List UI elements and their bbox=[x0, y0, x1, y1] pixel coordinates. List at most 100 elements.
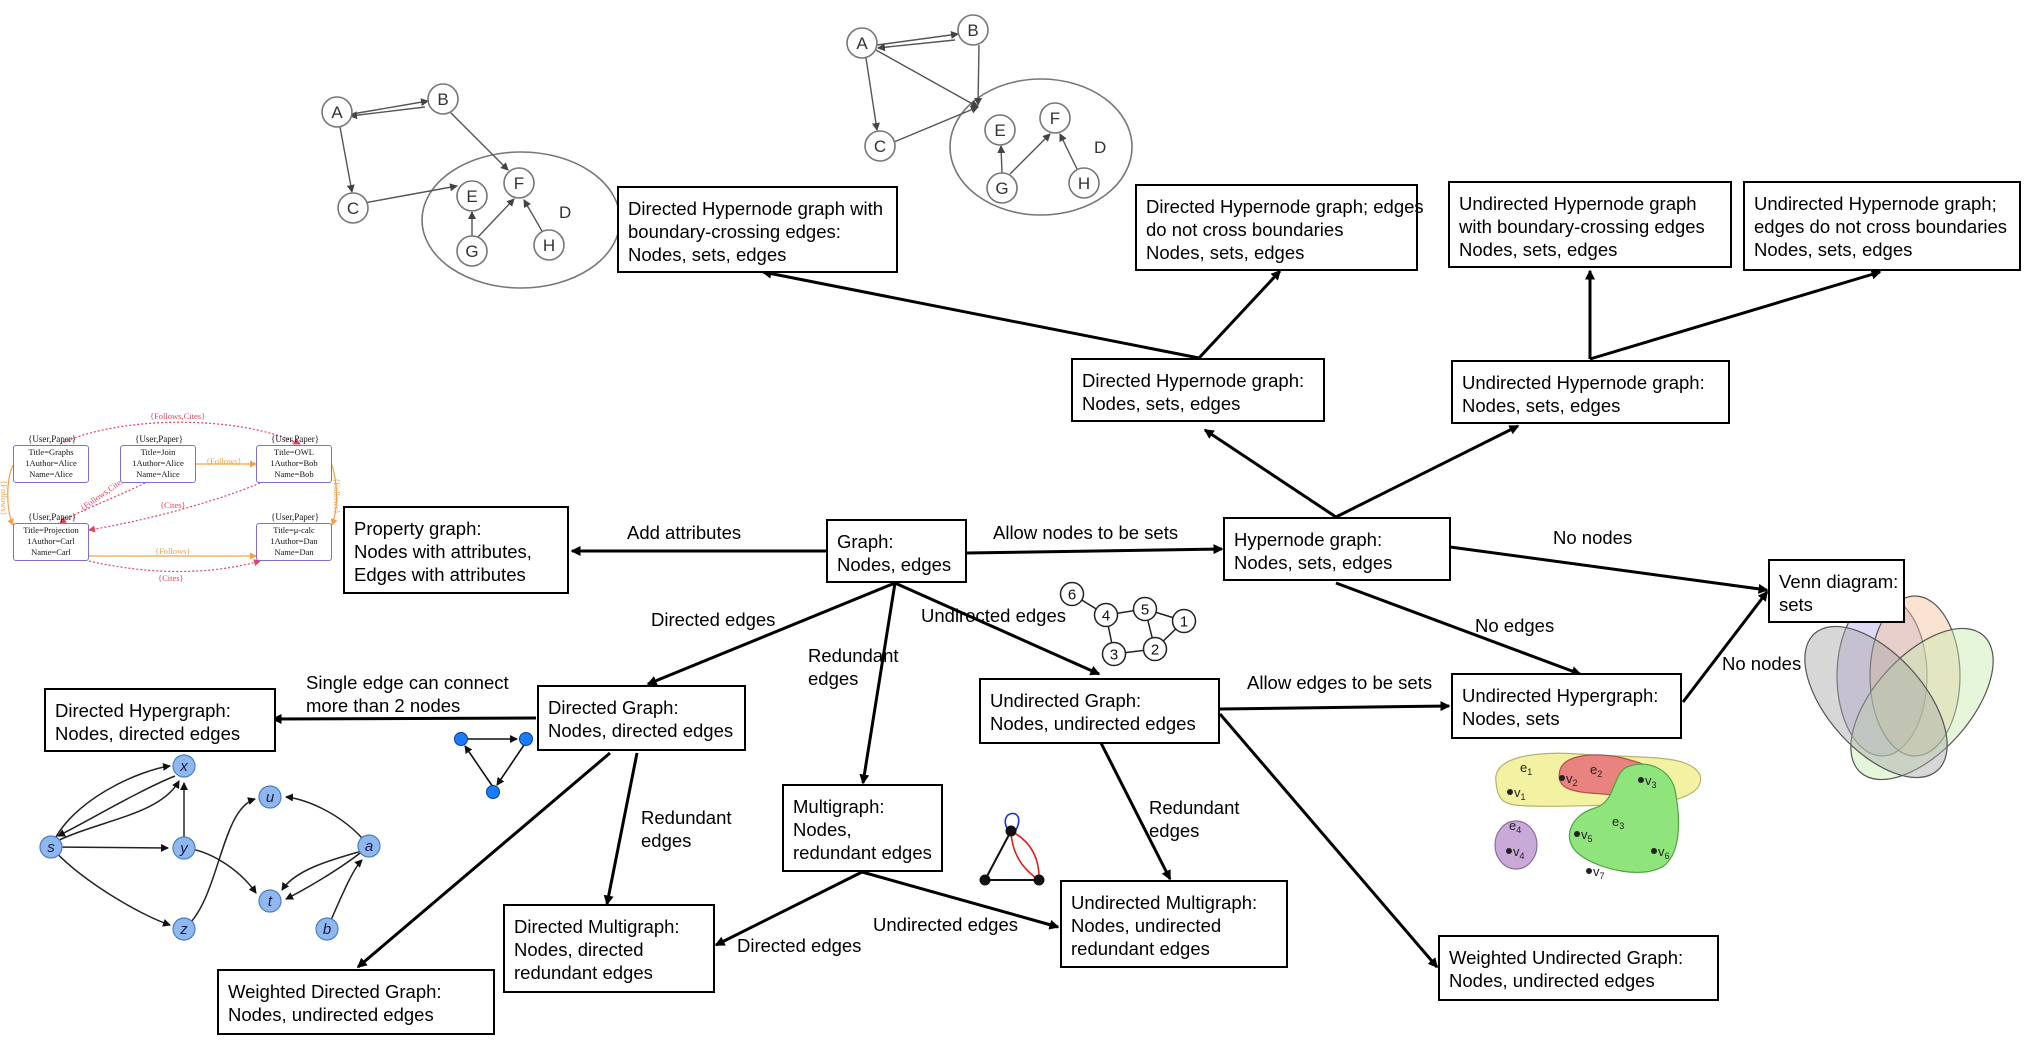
label-redundant-edges-2-line-1: Redundant bbox=[641, 807, 732, 828]
pg-edge-label-8: {Cites} bbox=[158, 573, 184, 583]
hyper-right-node-label-a: A bbox=[856, 34, 868, 53]
pg-node-type-5: {User,Paper} bbox=[271, 512, 320, 522]
st-edge-s-x-1 bbox=[50, 762, 171, 848]
venn-diagram-box[interactable]: Venn diagram:sets bbox=[1768, 559, 1905, 623]
graph-box[interactable]: Graph:Nodes, edges bbox=[826, 519, 967, 583]
hyper-set-label-2: e2 bbox=[1590, 762, 1602, 779]
st-edge-a-u-9 bbox=[285, 793, 370, 847]
hyper-left-edge-8 bbox=[523, 199, 543, 232]
numbered-node-label-4: 4 bbox=[1102, 608, 1110, 625]
undirected-hypernode-box[interactable]: Undirected Hypernode graph:Nodes, sets, … bbox=[1451, 360, 1730, 424]
hyper-left-node-g bbox=[456, 235, 488, 267]
multigraph-box-line-1: Multigraph: bbox=[793, 796, 885, 817]
directed-hypernode-crossing-box-line-3: Nodes, sets, edges bbox=[628, 244, 787, 265]
st-edge-s-y-4 bbox=[50, 843, 169, 852]
venn-ellipse-2 bbox=[1869, 595, 1961, 757]
numbered-node-3 bbox=[1101, 641, 1127, 667]
property-graph-box-line-3: Edges with attributes bbox=[354, 564, 526, 585]
arrow-hypernode-to-directed-hypernode bbox=[1203, 428, 1337, 519]
arrow-directed-graph-to-multigraph bbox=[603, 752, 639, 906]
multigraph-thumbnail bbox=[979, 812, 1045, 886]
pg-edge-8 bbox=[88, 559, 261, 573]
undirected-hypernode-box-line-1: Undirected Hypernode graph: bbox=[1462, 372, 1705, 393]
undirected-hypergraph-box-line-1: Undirected Hypergraph: bbox=[1462, 685, 1659, 706]
directed-hypernode-box[interactable]: Directed Hypernode graph:Nodes, sets, ed… bbox=[1071, 358, 1325, 422]
hyper-vertex-5 bbox=[1574, 831, 1580, 837]
label-add-attributes-line-1: Add attributes bbox=[627, 522, 742, 543]
hyper-vertex-7 bbox=[1586, 868, 1592, 874]
directed-hypergraph-box[interactable]: Directed Hypergraph:Nodes, directed edge… bbox=[44, 688, 276, 752]
label-undirected-edges-2: Undirected edges bbox=[873, 913, 1018, 936]
pg-node-type-1: {User,Paper} bbox=[28, 434, 77, 444]
directed-hypernode-no-cross-box-line-2: do not cross boundaries bbox=[1146, 219, 1344, 240]
arrow-hypernode-to-undirected-hypergraph bbox=[1335, 581, 1582, 676]
hyper-vertex-6 bbox=[1651, 848, 1657, 854]
hyper-set-label-3: e3 bbox=[1612, 814, 1624, 831]
arrow-hypernode-to-undirected-hypernode bbox=[1335, 424, 1520, 519]
graph-box-line-2: Nodes, edges bbox=[837, 554, 952, 575]
arrow-graph-to-undirected-graph bbox=[894, 581, 1101, 676]
label-no-nodes-1-line-1: No nodes bbox=[1553, 527, 1633, 548]
blue-node-2 bbox=[519, 732, 533, 746]
weighted-directed-graph-box[interactable]: Weighted Directed Graph:Nodes, undirecte… bbox=[217, 969, 495, 1035]
hyper-right-edge-7 bbox=[997, 145, 1006, 174]
triangle-edge-2 bbox=[496, 744, 525, 786]
numbered-node-6 bbox=[1059, 581, 1085, 607]
hyper-left-node-e bbox=[456, 180, 488, 212]
hyper-right-set-label: D bbox=[1094, 138, 1106, 157]
st-edge-x-s-2 bbox=[57, 775, 176, 837]
st-node-x bbox=[172, 754, 196, 778]
pg-node-3-author: 1Author=Bob bbox=[270, 458, 318, 468]
undirected-hypernode-crossing-box-line-2: with boundary-crossing edges bbox=[1459, 216, 1705, 237]
hypernode-graph-box[interactable]: Hypernode graph:Nodes, sets, edges bbox=[1223, 517, 1451, 581]
undirected-hypernode-no-cross-box-line-3: Nodes, sets, edges bbox=[1754, 239, 1913, 260]
weighted-undirected-graph-box-line-1: Weighted Undirected Graph: bbox=[1449, 947, 1684, 968]
weighted-directed-graph-box-line-2: Nodes, undirected edges bbox=[228, 1004, 434, 1025]
multigraph-box-line-3: redundant edges bbox=[793, 842, 932, 863]
arrow-undirected-to-hypergraph bbox=[1219, 701, 1451, 712]
multigraph-box[interactable]: Multigraph:Nodes,redundant edges bbox=[782, 784, 943, 872]
numbered-node-4 bbox=[1093, 602, 1119, 628]
hyper-right-set-ellipse bbox=[949, 78, 1133, 216]
hyper-left-node-label-b: B bbox=[437, 90, 448, 109]
hyper-vertex-4 bbox=[1506, 848, 1512, 854]
property-graph-box[interactable]: Property graph:Nodes with attributes,Edg… bbox=[343, 506, 569, 594]
undirected-hypergraph-box-line-2: Nodes, sets bbox=[1462, 708, 1560, 729]
pg-edge-label-1: {Follows,Cites} bbox=[150, 411, 206, 421]
hyper-vertex-label-1: v1 bbox=[1514, 785, 1526, 802]
undirected-graph-box[interactable]: Undirected Graph:Nodes, undirected edges bbox=[979, 678, 1220, 744]
undirected-hypergraph-box[interactable]: Undirected Hypergraph:Nodes, sets bbox=[1451, 673, 1682, 739]
directed-graph-box[interactable]: Directed Graph:Nodes, directed edges bbox=[537, 685, 746, 751]
pg-node-type-4: {User,Paper} bbox=[28, 512, 77, 522]
pg-node-type-2: {User,Paper} bbox=[135, 434, 184, 444]
hyper-right-edge-4 bbox=[893, 106, 979, 143]
undirected-hypernode-no-cross-box[interactable]: Undirected Hypernode graph;edges do not … bbox=[1743, 181, 2021, 271]
label-redundant-edges-1-line-2: edges bbox=[808, 668, 859, 689]
undirected-multigraph-box-line-3: redundant edges bbox=[1071, 938, 1210, 959]
pg-node-4-title: Title=Projection bbox=[23, 525, 79, 535]
hyper-left-node-label-g: G bbox=[465, 242, 478, 261]
arrow-directed-graph-to-weighted bbox=[356, 751, 611, 969]
hyper-left-node-a bbox=[321, 96, 353, 128]
numbered-node-label-6: 6 bbox=[1068, 587, 1076, 604]
label-allow-edges-sets-line-1: Allow edges to be sets bbox=[1247, 672, 1433, 693]
weighted-undirected-graph-box[interactable]: Weighted Undirected Graph:Nodes, undirec… bbox=[1438, 935, 1719, 1001]
label-no-edges-line-1: No edges bbox=[1475, 615, 1555, 636]
hyper-right-edge-5 bbox=[875, 49, 979, 108]
hyper-right-node-h bbox=[1068, 167, 1100, 199]
undirected-hypernode-crossing-box-line-1: Undirected Hypernode graph bbox=[1459, 193, 1697, 214]
directed-hypergraph-box-line-2: Nodes, directed edges bbox=[55, 723, 241, 744]
arrow-directed-hypernode-to-no-cross bbox=[1197, 269, 1282, 360]
